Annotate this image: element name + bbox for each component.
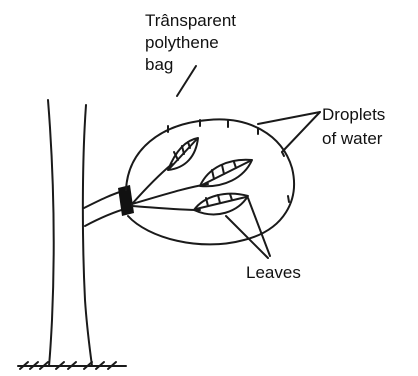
label-of-water: of water <box>322 129 383 148</box>
label-polythene: polythene <box>145 33 219 52</box>
tree-trunk <box>48 100 92 366</box>
label-droplets: Droplets <box>322 105 385 124</box>
leaves-group <box>132 138 252 214</box>
label-transparent: Trânsparent <box>145 11 236 30</box>
ground <box>18 362 126 369</box>
label-leaves: Leaves <box>246 263 301 282</box>
leaf-lower <box>194 194 248 215</box>
label-bag: bag <box>145 55 173 74</box>
